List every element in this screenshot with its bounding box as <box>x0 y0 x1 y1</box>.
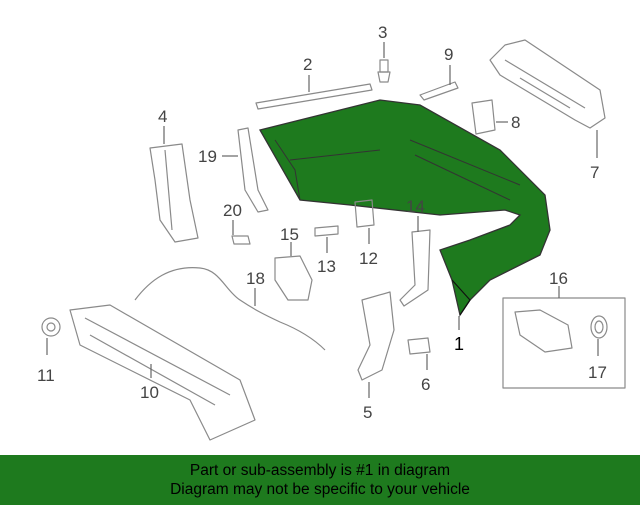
callout-4[interactable]: 4 <box>158 107 167 126</box>
banner-line-2: Diagram may not be specific to your vehi… <box>170 481 470 498</box>
callout-14[interactable]: 14 <box>406 197 425 216</box>
callout-16[interactable]: 16 <box>549 269 568 288</box>
part-12-block[interactable] <box>354 199 375 228</box>
banner-line-1: Part or sub-assembly is #1 in diagram <box>189 462 451 479</box>
info-banner: Part or sub-assembly is #1 in diagram Di… <box>0 455 640 505</box>
part-14-bracket[interactable] <box>399 229 431 307</box>
callout-2[interactable]: 2 <box>303 55 312 74</box>
part-20-clip[interactable] <box>231 235 251 245</box>
part-16-sensor-box[interactable] <box>502 297 626 389</box>
part-1-bumper-cover[interactable] <box>259 99 551 317</box>
part-5-bracket[interactable] <box>357 291 395 381</box>
parts-diagram: 7 9 3 2 8 1 4 19 <box>37 23 626 441</box>
part-13-screw[interactable] <box>314 225 339 237</box>
part-15-module[interactable] <box>274 255 313 301</box>
callout-18[interactable]: 18 <box>246 269 265 288</box>
callout-5[interactable]: 5 <box>363 403 372 422</box>
part-4-bracket[interactable] <box>149 143 199 243</box>
part-19-bracket[interactable] <box>237 127 269 213</box>
part-11-nut[interactable] <box>41 317 61 337</box>
callout-13[interactable]: 13 <box>317 257 336 276</box>
callout-12[interactable]: 12 <box>359 249 378 268</box>
callout-9[interactable]: 9 <box>444 45 453 64</box>
part-10-beam[interactable] <box>69 304 256 441</box>
part-9-bracket[interactable] <box>419 81 459 101</box>
callout-6[interactable]: 6 <box>421 375 430 394</box>
part-8-block[interactable] <box>471 99 496 135</box>
callout-7[interactable]: 7 <box>590 163 599 182</box>
callout-10[interactable]: 10 <box>140 383 159 402</box>
part-7-cover[interactable] <box>489 39 606 129</box>
part-6-clip[interactable] <box>407 337 431 355</box>
part-18-harness[interactable] <box>134 267 326 351</box>
callout-17[interactable]: 17 <box>588 363 607 382</box>
callout-20[interactable]: 20 <box>223 201 242 220</box>
callout-8[interactable]: 8 <box>511 113 520 132</box>
callout-19[interactable]: 19 <box>198 147 217 166</box>
part-3-clip[interactable] <box>377 59 391 83</box>
part-2-strip[interactable] <box>255 83 373 110</box>
callout-11[interactable]: 11 <box>37 366 55 385</box>
callout-1[interactable]: 1 <box>454 334 464 354</box>
callout-15[interactable]: 15 <box>280 225 299 244</box>
part-17-ring[interactable] <box>590 315 608 339</box>
callout-3[interactable]: 3 <box>378 23 387 42</box>
